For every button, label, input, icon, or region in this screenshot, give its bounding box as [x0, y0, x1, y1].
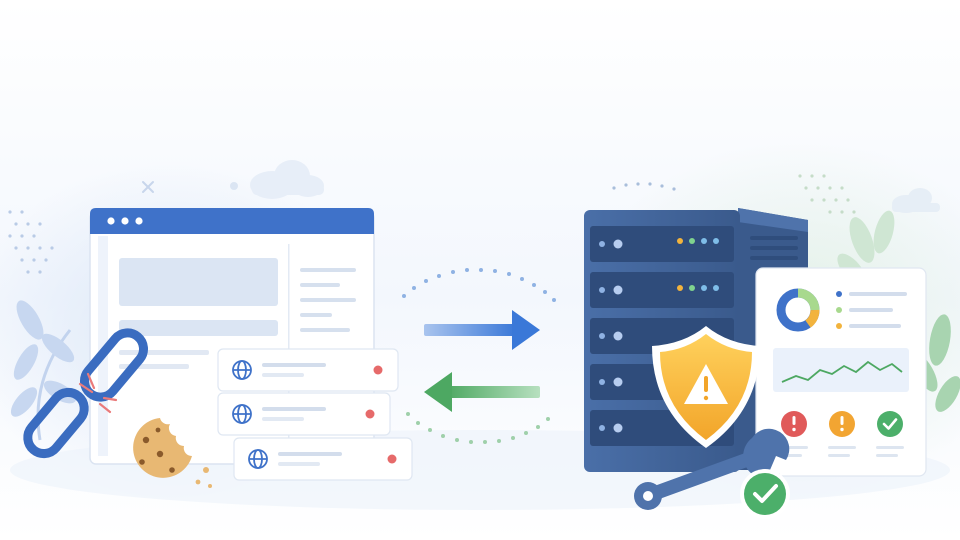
window-dot [121, 217, 129, 225]
legend-lines [836, 291, 907, 329]
arrow-right-icon [424, 310, 540, 350]
cookie-crumb [195, 479, 201, 485]
site-card [233, 437, 413, 481]
status-error-icon [781, 411, 807, 437]
browser-titlebar [90, 208, 374, 234]
cloud-icon [250, 160, 324, 199]
server-unit [590, 272, 734, 308]
content-block [119, 258, 278, 306]
check-circle-icon [740, 469, 790, 519]
status-ok-icon [877, 411, 903, 437]
server-vent [750, 236, 798, 260]
donut-chart-icon [776, 288, 820, 332]
decor-dot [230, 182, 238, 190]
window-dot [107, 217, 115, 225]
card-text-line [278, 452, 342, 456]
status-dot [373, 365, 383, 375]
cookie-crumb [208, 484, 212, 488]
cookie-crumb [203, 467, 209, 473]
status-dot [387, 454, 397, 464]
broken-chain-link-icon [23, 328, 148, 459]
dot-pattern [8, 210, 54, 274]
card-text-line [262, 363, 326, 367]
wrench-icon [634, 428, 790, 510]
server-unit [590, 226, 734, 262]
globe-icon [248, 449, 268, 469]
arrow-left-icon [424, 372, 540, 412]
browser-side-strip [98, 236, 108, 456]
card-text-line [262, 407, 326, 411]
content-block [119, 320, 278, 336]
dot-pattern [612, 182, 676, 191]
dashboard-panel-icon [755, 267, 927, 477]
dot-pattern [798, 174, 856, 214]
card-text-line [262, 417, 304, 421]
cookie-icon [133, 418, 212, 488]
globe-icon [232, 404, 252, 424]
card-text-line [278, 462, 320, 466]
site-card [217, 348, 399, 392]
dotted-arc [402, 268, 556, 302]
window-dot [135, 217, 143, 225]
globe-icon [232, 360, 252, 380]
card-text-line [262, 373, 304, 377]
status-warning-icon [829, 411, 855, 437]
sidebar-text-lines [300, 268, 356, 332]
status-dot [365, 409, 375, 419]
dotted-arc [406, 412, 550, 444]
site-card [217, 392, 391, 436]
line-chart-icon [773, 348, 909, 392]
cloud-icon [892, 188, 940, 213]
shield-warning-icon [652, 326, 760, 448]
sparkle-x-icon [142, 181, 154, 193]
